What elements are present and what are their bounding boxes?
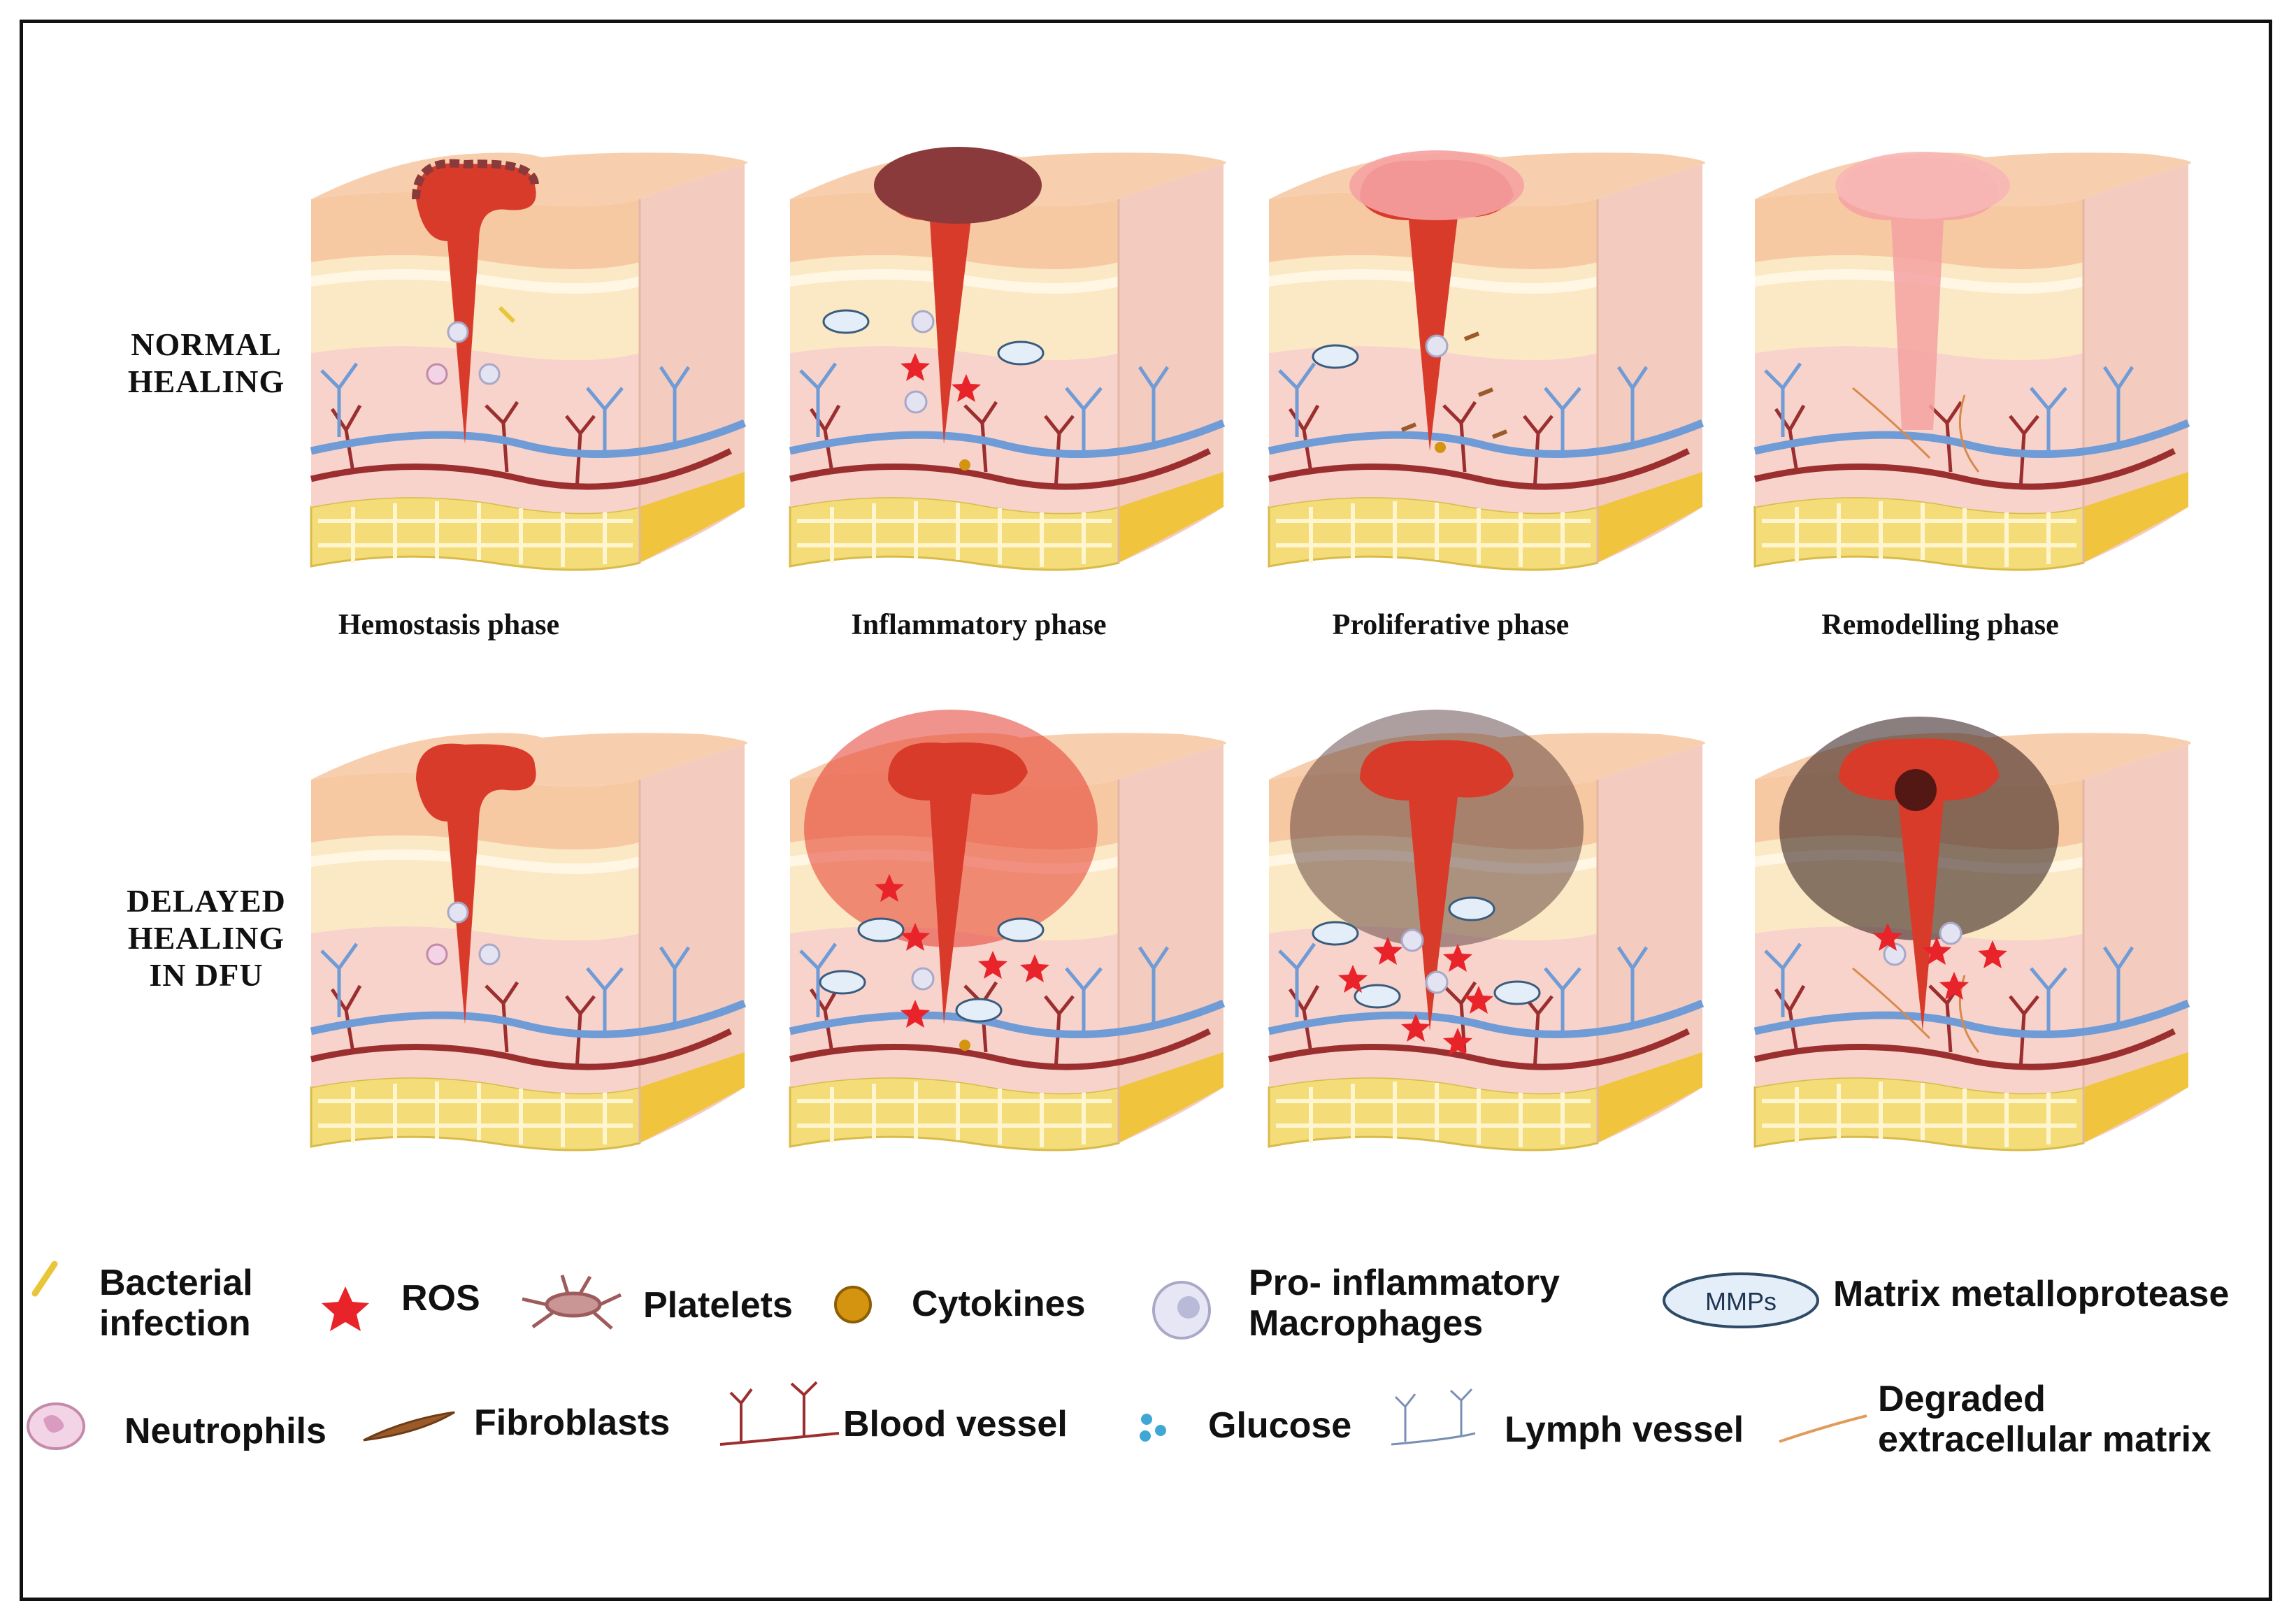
row-label-line: IN DFU bbox=[149, 957, 264, 993]
cytokine-icon bbox=[834, 1286, 872, 1323]
legend-label-line: Lymph vessel bbox=[1505, 1409, 1744, 1450]
row-label-line: DELAYED bbox=[127, 883, 286, 919]
delayed-inflammatory-diagram bbox=[790, 710, 1226, 1150]
macrophage-icon bbox=[1152, 1281, 1211, 1340]
legend-label-line: extracellular matrix bbox=[1878, 1419, 2211, 1460]
legend-icons: MMPs bbox=[27, 1261, 1867, 1450]
legend-label-bacterial-infection: Bacterial infection bbox=[99, 1263, 253, 1344]
ros-stars bbox=[875, 353, 2007, 1056]
ros-star bbox=[901, 353, 930, 381]
platelet-icon bbox=[522, 1275, 622, 1330]
ros-star bbox=[1464, 986, 1493, 1014]
ros-star bbox=[952, 374, 981, 402]
phase-label-inflammatory: Inflammatory phase bbox=[851, 609, 1107, 641]
legend-label-macrophages: Pro- inflammatory Macrophages bbox=[1249, 1263, 1560, 1344]
legend-label-line: Blood vessel bbox=[843, 1404, 1068, 1444]
lymph-vessel-icon bbox=[1391, 1388, 1476, 1446]
phase-label-remodelling: Remodelling phase bbox=[1821, 609, 2059, 641]
degraded-ecm-icon bbox=[1779, 1414, 1867, 1443]
ros-star bbox=[1338, 965, 1368, 993]
ros-star bbox=[1873, 923, 1902, 951]
ros-star-icon bbox=[322, 1286, 369, 1331]
legend-label-line: Degraded bbox=[1878, 1379, 2046, 1419]
legend-label-blood-vessel: Blood vessel bbox=[843, 1404, 1068, 1444]
delayed-remodelling-diagram bbox=[1755, 717, 2191, 1150]
ros-star bbox=[1020, 954, 1049, 982]
row-label-line: NORMAL bbox=[131, 326, 282, 362]
delayed-proliferative-diagram bbox=[1269, 710, 1705, 1150]
ros-star bbox=[1922, 937, 1951, 965]
bacteria-icon bbox=[31, 1261, 58, 1297]
glucose-icon bbox=[1140, 1414, 1166, 1442]
row-label-delayed: DELAYED HEALING IN DFU bbox=[105, 882, 308, 993]
normal-hemostasis-diagram bbox=[311, 152, 747, 570]
legend-label-line: Pro- inflammatory bbox=[1249, 1263, 1560, 1303]
mmp-badge-text: MMPs bbox=[1705, 1287, 1777, 1316]
row-label-line: HEALING bbox=[127, 920, 285, 956]
legend-label-mmp: Matrix metalloprotease bbox=[1833, 1274, 2229, 1314]
legend-label-fibroblasts: Fibroblasts bbox=[474, 1402, 670, 1443]
delayed-hemostasis-diagram bbox=[311, 733, 747, 1150]
legend-label-line: Platelets bbox=[643, 1285, 793, 1326]
ros-star bbox=[978, 951, 1007, 979]
normal-remodelling-diagram bbox=[1755, 152, 2191, 570]
ros-star bbox=[901, 923, 930, 951]
legend-label-line: Bacterial bbox=[99, 1263, 253, 1303]
legend-label-platelets: Platelets bbox=[643, 1285, 793, 1326]
ros-star bbox=[875, 874, 904, 902]
legend-label-line: Glucose bbox=[1208, 1405, 1352, 1446]
legend-label-ros: ROS bbox=[401, 1278, 480, 1319]
legend-label-line: Cytokines bbox=[912, 1284, 1086, 1324]
legend-label-line: Macrophages bbox=[1249, 1303, 1484, 1344]
fibroblast-icon bbox=[363, 1411, 455, 1442]
blood-vessel-icon bbox=[719, 1381, 840, 1446]
legend-label-cytokines: Cytokines bbox=[912, 1284, 1086, 1324]
ros-star bbox=[901, 1000, 930, 1028]
legend-label-line: Neutrophils bbox=[124, 1411, 327, 1451]
legend-label-glucose: Glucose bbox=[1208, 1405, 1351, 1446]
legend-label-neutrophils: Neutrophils bbox=[124, 1411, 327, 1451]
legend-label-line: infection bbox=[99, 1303, 251, 1344]
ros-star bbox=[1939, 972, 1969, 1000]
neutrophil-icon bbox=[27, 1402, 85, 1450]
ros-star bbox=[1443, 944, 1472, 972]
legend-label-degraded-ecm: Degraded extracellular matrix bbox=[1878, 1379, 2211, 1460]
ros-star bbox=[1978, 940, 2007, 968]
ros-star bbox=[1373, 937, 1402, 965]
phase-label-hemostasis: Hemostasis phase bbox=[338, 609, 560, 641]
ros-star bbox=[1443, 1028, 1472, 1056]
phase-label-proliferative: Proliferative phase bbox=[1332, 609, 1570, 641]
normal-proliferative-diagram bbox=[1269, 150, 1705, 570]
row-label-line: HEALING bbox=[127, 364, 285, 399]
mmp-icon: MMPs bbox=[1663, 1272, 1819, 1328]
ros-star bbox=[1401, 1014, 1430, 1042]
legend-label-lymph-vessel: Lymph vessel bbox=[1505, 1409, 1744, 1450]
legend-label-line: Fibroblasts bbox=[474, 1402, 670, 1443]
legend-label-line: Matrix metalloprotease bbox=[1833, 1274, 2230, 1314]
normal-inflammatory-diagram bbox=[790, 147, 1226, 570]
legend-label-line: ROS bbox=[401, 1278, 480, 1319]
row-label-normal: NORMAL HEALING bbox=[105, 326, 308, 400]
